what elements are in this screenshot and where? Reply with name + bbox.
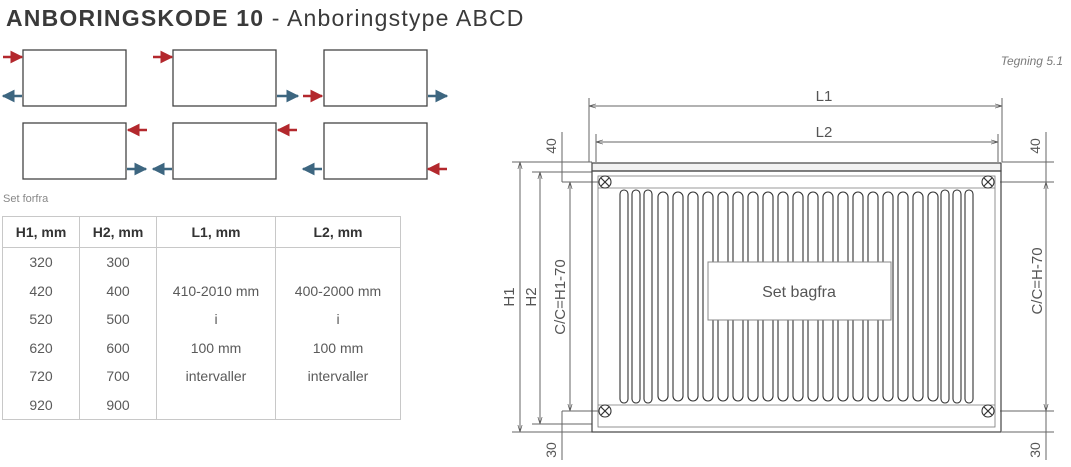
header-l1: L1, mm [156,216,276,248]
cell-h2: 500 [79,305,157,334]
title-code: ANBORINGSKODE 10 [6,5,265,31]
cell-l1: i [156,305,276,334]
dim-top-right-label: 40 [1027,138,1043,154]
cell-l1 [156,390,276,420]
header-l2: L2, mm [275,216,401,248]
cell-l2: i [336,311,340,328]
table-row: 920 900 [2,390,401,420]
table-row: 320 300 [2,247,401,277]
radiator-fin [964,189,974,404]
dim-cc-right-label: C/C=H-70 [1029,247,1046,314]
radiator-fin [631,189,641,404]
back-view-label-box [707,261,892,321]
cell-h1: 620 [2,333,80,362]
back-view-label: Set bagfra [762,284,836,301]
table-row: 720 700 intervaller intervaller [2,362,401,391]
dim-h2-label: H2 [523,287,540,306]
radiator-fin [952,189,962,404]
variant-3-radiator [323,49,428,107]
radiator-fin [940,189,950,404]
variant-6-radiator [323,122,428,180]
cell-h2: 400 [79,276,157,305]
radiator-fin [619,189,629,404]
cell-l1: intervaller [156,362,276,391]
variant-5-radiator [172,122,277,180]
dimension-table: H1, mm H2, mm L1, mm L2, mm 320 300 420 … [2,216,401,420]
radiator-fin [643,189,653,404]
cell-l1: 100 mm [156,333,276,362]
variant-4-radiator [22,122,127,180]
cell-h1: 420 [2,276,80,305]
cell-h1: 520 [2,305,80,334]
dim-top-left-label: 40 [543,138,559,154]
cell-h2: 700 [79,362,157,391]
radiator-body [591,162,1002,433]
radiator-fin [897,191,909,402]
radiator-fin [912,191,924,402]
radiator-fin [672,191,684,402]
connection-variants [1,49,449,180]
header-h1: H1, mm [2,216,80,248]
cell-h1: 320 [2,247,80,277]
radiator-fin [687,191,699,402]
variant-2-radiator [172,49,277,107]
dim-bottom-right-label: 30 [1027,442,1043,458]
cell-h1: 920 [2,390,80,420]
cell-h1: 720 [2,362,80,391]
header-h2: H2, mm [79,216,157,248]
dim-h1-label: H1 [501,287,518,306]
cell-h2: 600 [79,333,157,362]
cell-h2: 900 [79,390,157,420]
dim-l2-label: L2 [816,124,833,141]
page-title: ANBORINGSKODE 10 - Anboringstype ABCD [6,5,525,32]
drawing-reference: Tegning 5.1 [1000,54,1063,68]
title-type: - Anboringstype ABCD [264,5,525,31]
cell-h2: 300 [79,247,157,277]
dim-cc-left-label: C/C=H1-70 [552,259,569,334]
dim-l1-label: L1 [816,88,833,105]
radiator-fin [927,191,939,402]
radiator-fin [657,191,669,402]
front-view-label: Set forfra [3,193,49,205]
cell-l1 [156,247,276,277]
cell-l2: 400-2000 mm [294,282,382,299]
cell-l2: intervaller [307,368,369,385]
cell-l1: 410-2010 mm [156,276,276,305]
table-row: 620 600 100 mm 100 mm [2,333,401,362]
table-row: 520 500 i i [2,305,401,334]
variant-1-radiator [22,49,127,107]
dim-bottom-left-label: 30 [543,442,559,458]
cell-l2: 100 mm [312,339,364,356]
table-row: 420 400 410-2010 mm 400-2000 mm [2,276,401,305]
